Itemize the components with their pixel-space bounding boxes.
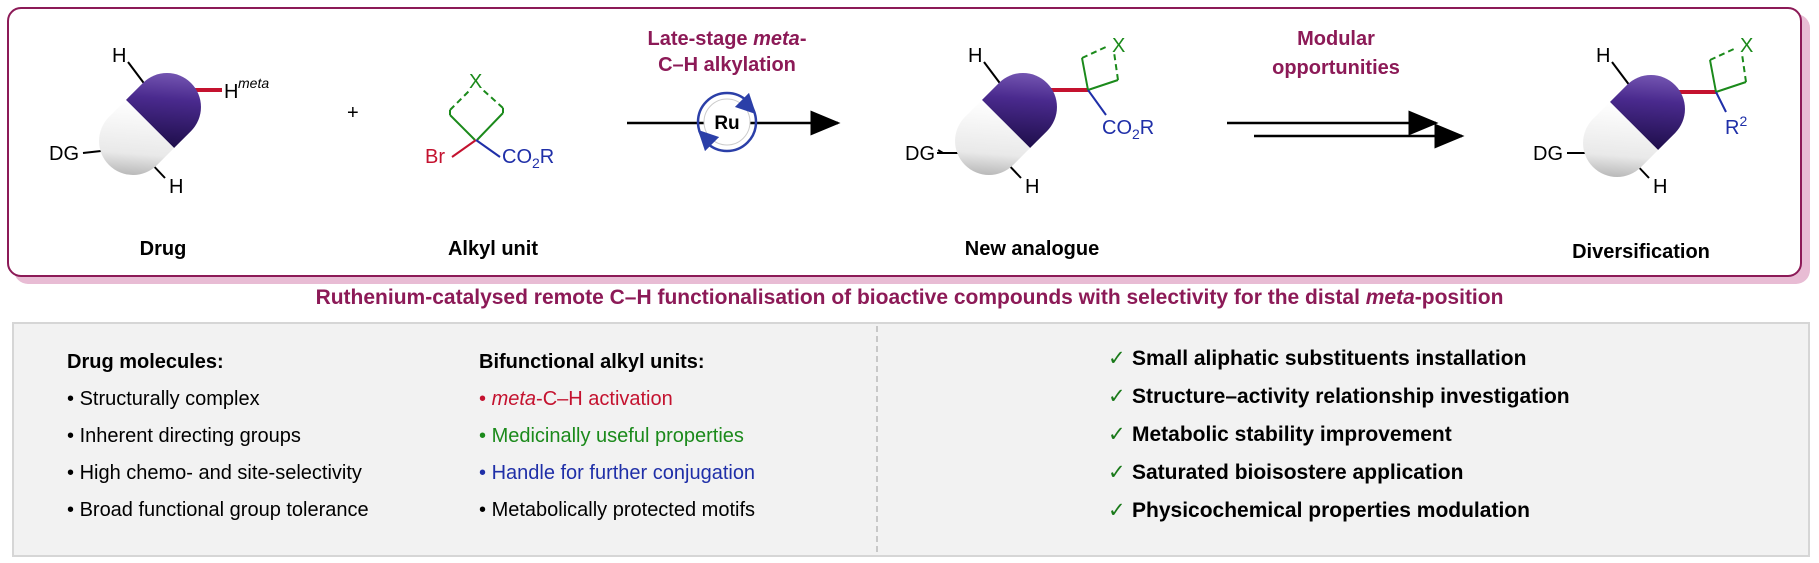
atom-label: Br	[425, 146, 445, 168]
alkyl-unit-structure: X Br CO2R	[425, 71, 554, 171]
list-heading: Bifunctional alkyl units:	[479, 351, 705, 373]
drug-structure: H H meta DG H	[49, 45, 269, 198]
compound-label: Drug	[140, 238, 187, 260]
compound-label: New analogue	[965, 238, 1099, 260]
benefit-item: ✓Structure–activity relationship investi…	[1108, 385, 1570, 408]
capsule-icon	[99, 73, 201, 175]
capsule-icon	[1583, 75, 1685, 177]
atom-label: DG	[49, 143, 79, 165]
figure-caption: Ruthenium-catalysed remote C–H functiona…	[315, 286, 1504, 309]
catalyst-label: Ru	[714, 113, 739, 134]
atom-label: CO2R	[1102, 117, 1154, 142]
atom-label: R2	[1725, 113, 1747, 139]
atom-label: DG	[905, 143, 935, 165]
list-item: • meta-C–H activation	[479, 388, 673, 410]
svg-text:opportunities: opportunities	[1272, 57, 1400, 79]
checkmark-icon: ✓	[1108, 461, 1126, 484]
svg-text:Late-stage meta-: Late-stage meta-	[648, 28, 807, 50]
checkmark-icon: ✓	[1108, 499, 1126, 522]
modular-label: Modular opportunities	[1272, 28, 1400, 79]
reaction-scheme: H H meta DG H + X Br CO2R Late-stage met…	[49, 28, 1753, 263]
atom-label: H	[1653, 176, 1667, 198]
drug-molecules-list: Drug molecules: • Structurally complex •…	[67, 350, 369, 535]
svg-text:C–H alkylation: C–H alkylation	[658, 54, 796, 76]
atom-label: meta	[238, 75, 269, 91]
diversification-structure: H DG H X R2	[1533, 35, 1753, 198]
atom-label: H	[968, 45, 982, 67]
atom-label: X	[469, 71, 482, 93]
atom-label: DG	[1533, 143, 1563, 165]
list-item: • Metabolically protected motifs	[479, 499, 756, 521]
atom-label: H	[1025, 176, 1039, 198]
benefits-list: ✓Small aliphatic substituents installati…	[1108, 346, 1570, 536]
list-item: • Handle for further conjugation	[479, 462, 756, 484]
atom-label: X	[1740, 35, 1753, 57]
alkyl-units-list: Bifunctional alkyl units: • meta-C–H act…	[479, 350, 755, 535]
atom-label: H	[1596, 45, 1610, 67]
ruthenium-catalyst-icon: Ru	[696, 91, 758, 153]
list-item: • Medicinally useful properties	[479, 425, 744, 447]
plus-sign: +	[347, 102, 359, 124]
reagent-label: Late-stage meta- C–H alkylation	[648, 28, 807, 76]
checkmark-icon: ✓	[1108, 385, 1126, 408]
atom-label: H	[112, 45, 126, 67]
capsule-icon	[955, 73, 1057, 175]
list-item: • Inherent directing groups	[67, 425, 301, 447]
benefit-item: ✓Saturated bioisostere application	[1108, 461, 1464, 484]
benefit-item: ✓Physicochemical properties modulation	[1108, 499, 1530, 522]
list-item: • High chemo- and site-selectivity	[67, 462, 362, 484]
svg-text:Modular: Modular	[1297, 28, 1375, 50]
checkmark-icon: ✓	[1108, 423, 1126, 446]
new-analogue-structure: H DG H X CO2R	[905, 35, 1154, 198]
scheme-frame	[7, 7, 1802, 277]
atom-label: CO2R	[502, 146, 554, 171]
atom-label: H	[169, 176, 183, 198]
list-item: • Structurally complex	[67, 388, 260, 410]
list-item: • Broad functional group tolerance	[67, 499, 369, 521]
checkmark-icon: ✓	[1108, 347, 1126, 370]
list-heading: Drug molecules:	[67, 351, 224, 373]
atom-label: H	[224, 81, 238, 103]
compound-label: Alkyl unit	[448, 238, 538, 260]
summary-panel	[12, 322, 1810, 557]
benefit-item: ✓Small aliphatic substituents installati…	[1108, 347, 1527, 370]
compound-label: Diversification	[1572, 241, 1710, 263]
benefit-item: ✓Metabolic stability improvement	[1108, 423, 1452, 446]
panel-divider	[876, 326, 878, 552]
atom-label: X	[1112, 35, 1125, 57]
